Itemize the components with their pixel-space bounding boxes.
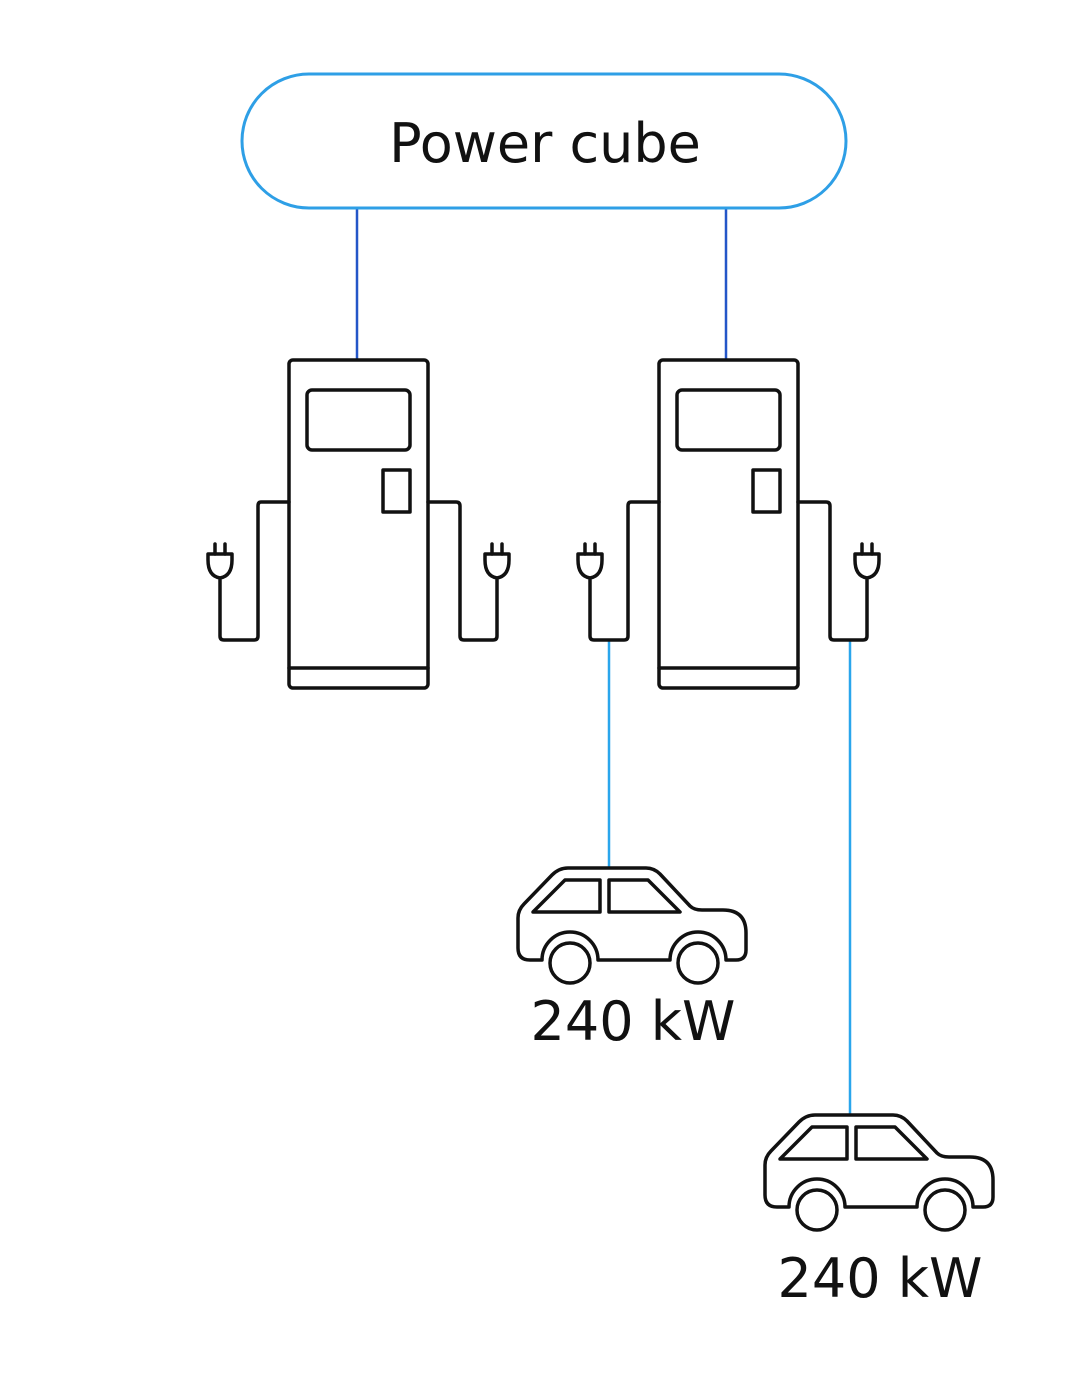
charger-1-icon: [206, 358, 511, 690]
power-cube-label: Power cube: [389, 112, 701, 175]
car-2-icon: [763, 1113, 995, 1232]
charger-2-icon: [576, 358, 881, 690]
car-1-power-label: 240 kW: [531, 990, 736, 1053]
car-2-power-label: 240 kW: [778, 1247, 983, 1310]
plug-icon: [206, 542, 234, 580]
plug-icon: [853, 542, 881, 580]
plug-icon: [576, 542, 604, 580]
car-1-icon: [516, 866, 748, 985]
plug-icon: [483, 542, 511, 580]
power-cube-node: Power cube: [240, 72, 848, 210]
